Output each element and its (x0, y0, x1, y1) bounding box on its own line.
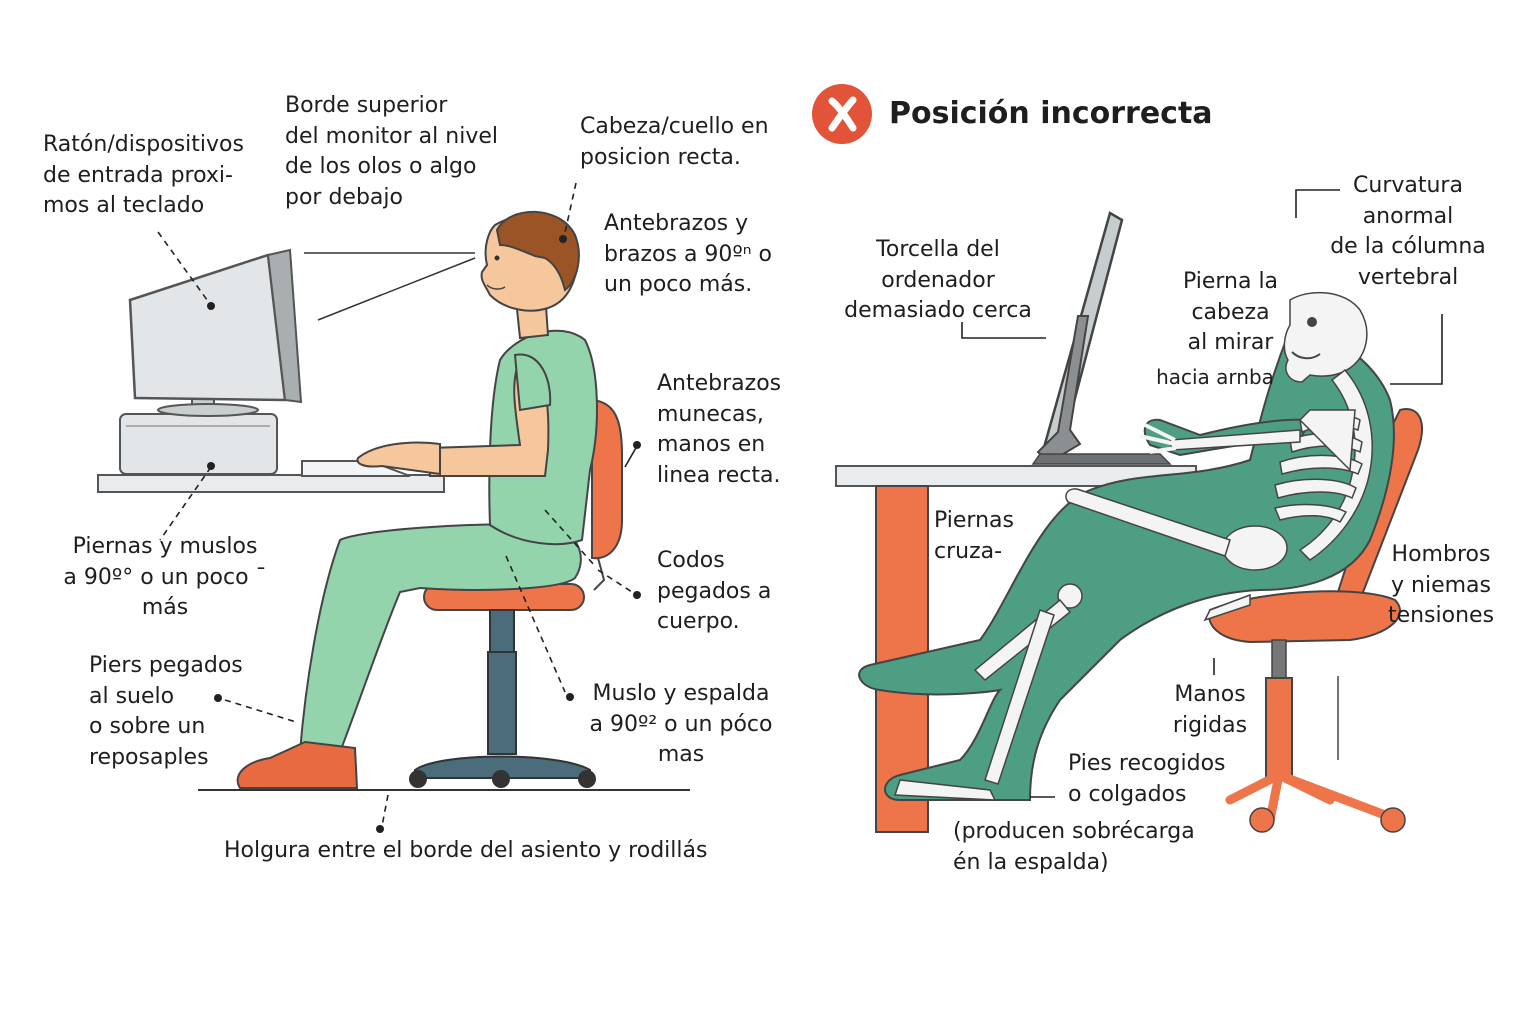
label-head-raised: Pierna la cabeza al mirar (1182, 269, 1279, 355)
label-forearms-90: Antebrazos y brazos a 90ºⁿ o un poco más… (604, 211, 773, 297)
label-crossed-legs: Piernas cruza- (934, 508, 1014, 564)
label-feet-on-floor: Piers pegados al suelo o sobre un reposa… (89, 653, 243, 770)
label-seat-knee-clearance: Holgura entre el borde del asiento y rod… (224, 838, 708, 863)
computer-case (119, 413, 278, 475)
label-legs-90: Piernas y muslos a 90º° o un poco ˉ más (63, 534, 267, 620)
x-mark-icon (812, 84, 872, 144)
monitor-screen (128, 253, 287, 402)
label-feet-tucked: Pies recogidos o colgados (1068, 751, 1226, 807)
label-spine-curvature: Curvatura anormal de la cólumna vertebra… (1330, 173, 1486, 290)
chair-seat-incorrect (1208, 590, 1401, 644)
chair-base (414, 755, 591, 779)
skull (1283, 291, 1368, 383)
chair-post (489, 609, 515, 655)
incorrect-posture-title: Posición incorrecta (889, 96, 1213, 131)
incorrect-posture-scene (835, 189, 1443, 833)
label-back-strain-note: (producen sobrécarga én la espalda) (953, 819, 1195, 875)
label-head-raised-detail: hacia arnba (1156, 365, 1274, 389)
person-legs (298, 523, 582, 753)
label-wrists-straight: Antebrazos munecas, manos en linea recta… (657, 371, 782, 488)
skeleton-body (858, 328, 1395, 801)
person-hair (495, 210, 580, 292)
chair-backrest (591, 398, 623, 560)
label-monitor-eye-level: Borde superior del monitor al nivel de l… (285, 93, 498, 210)
label-shoulder-tension: Hombros y niemas tensiones (1387, 542, 1495, 628)
label-rigid-hands: Manos rigidas (1172, 682, 1248, 738)
label-head-neck-straight: Cabeza/cuello en posicion recta. (580, 114, 769, 170)
keyboard (301, 460, 411, 477)
person-hand (356, 441, 441, 476)
person-shoe (236, 740, 359, 789)
monitor-bezel (266, 248, 303, 404)
label-thigh-back-90: Muslo y espalda a 90º² o un póco mas (589, 681, 773, 767)
desk-top (97, 474, 445, 493)
label-elbows-close: Codos pegados a cuerpo. (657, 548, 772, 634)
correct-posture-scene (97, 182, 690, 833)
label-mouse-near-keyboard: Ratón/dispositivos de entrada proxi- mos… (43, 132, 244, 218)
chair-post-incorrect (1265, 677, 1293, 779)
label-screen-too-close: Torcella del ordenador demasiado cerca (844, 237, 1032, 323)
